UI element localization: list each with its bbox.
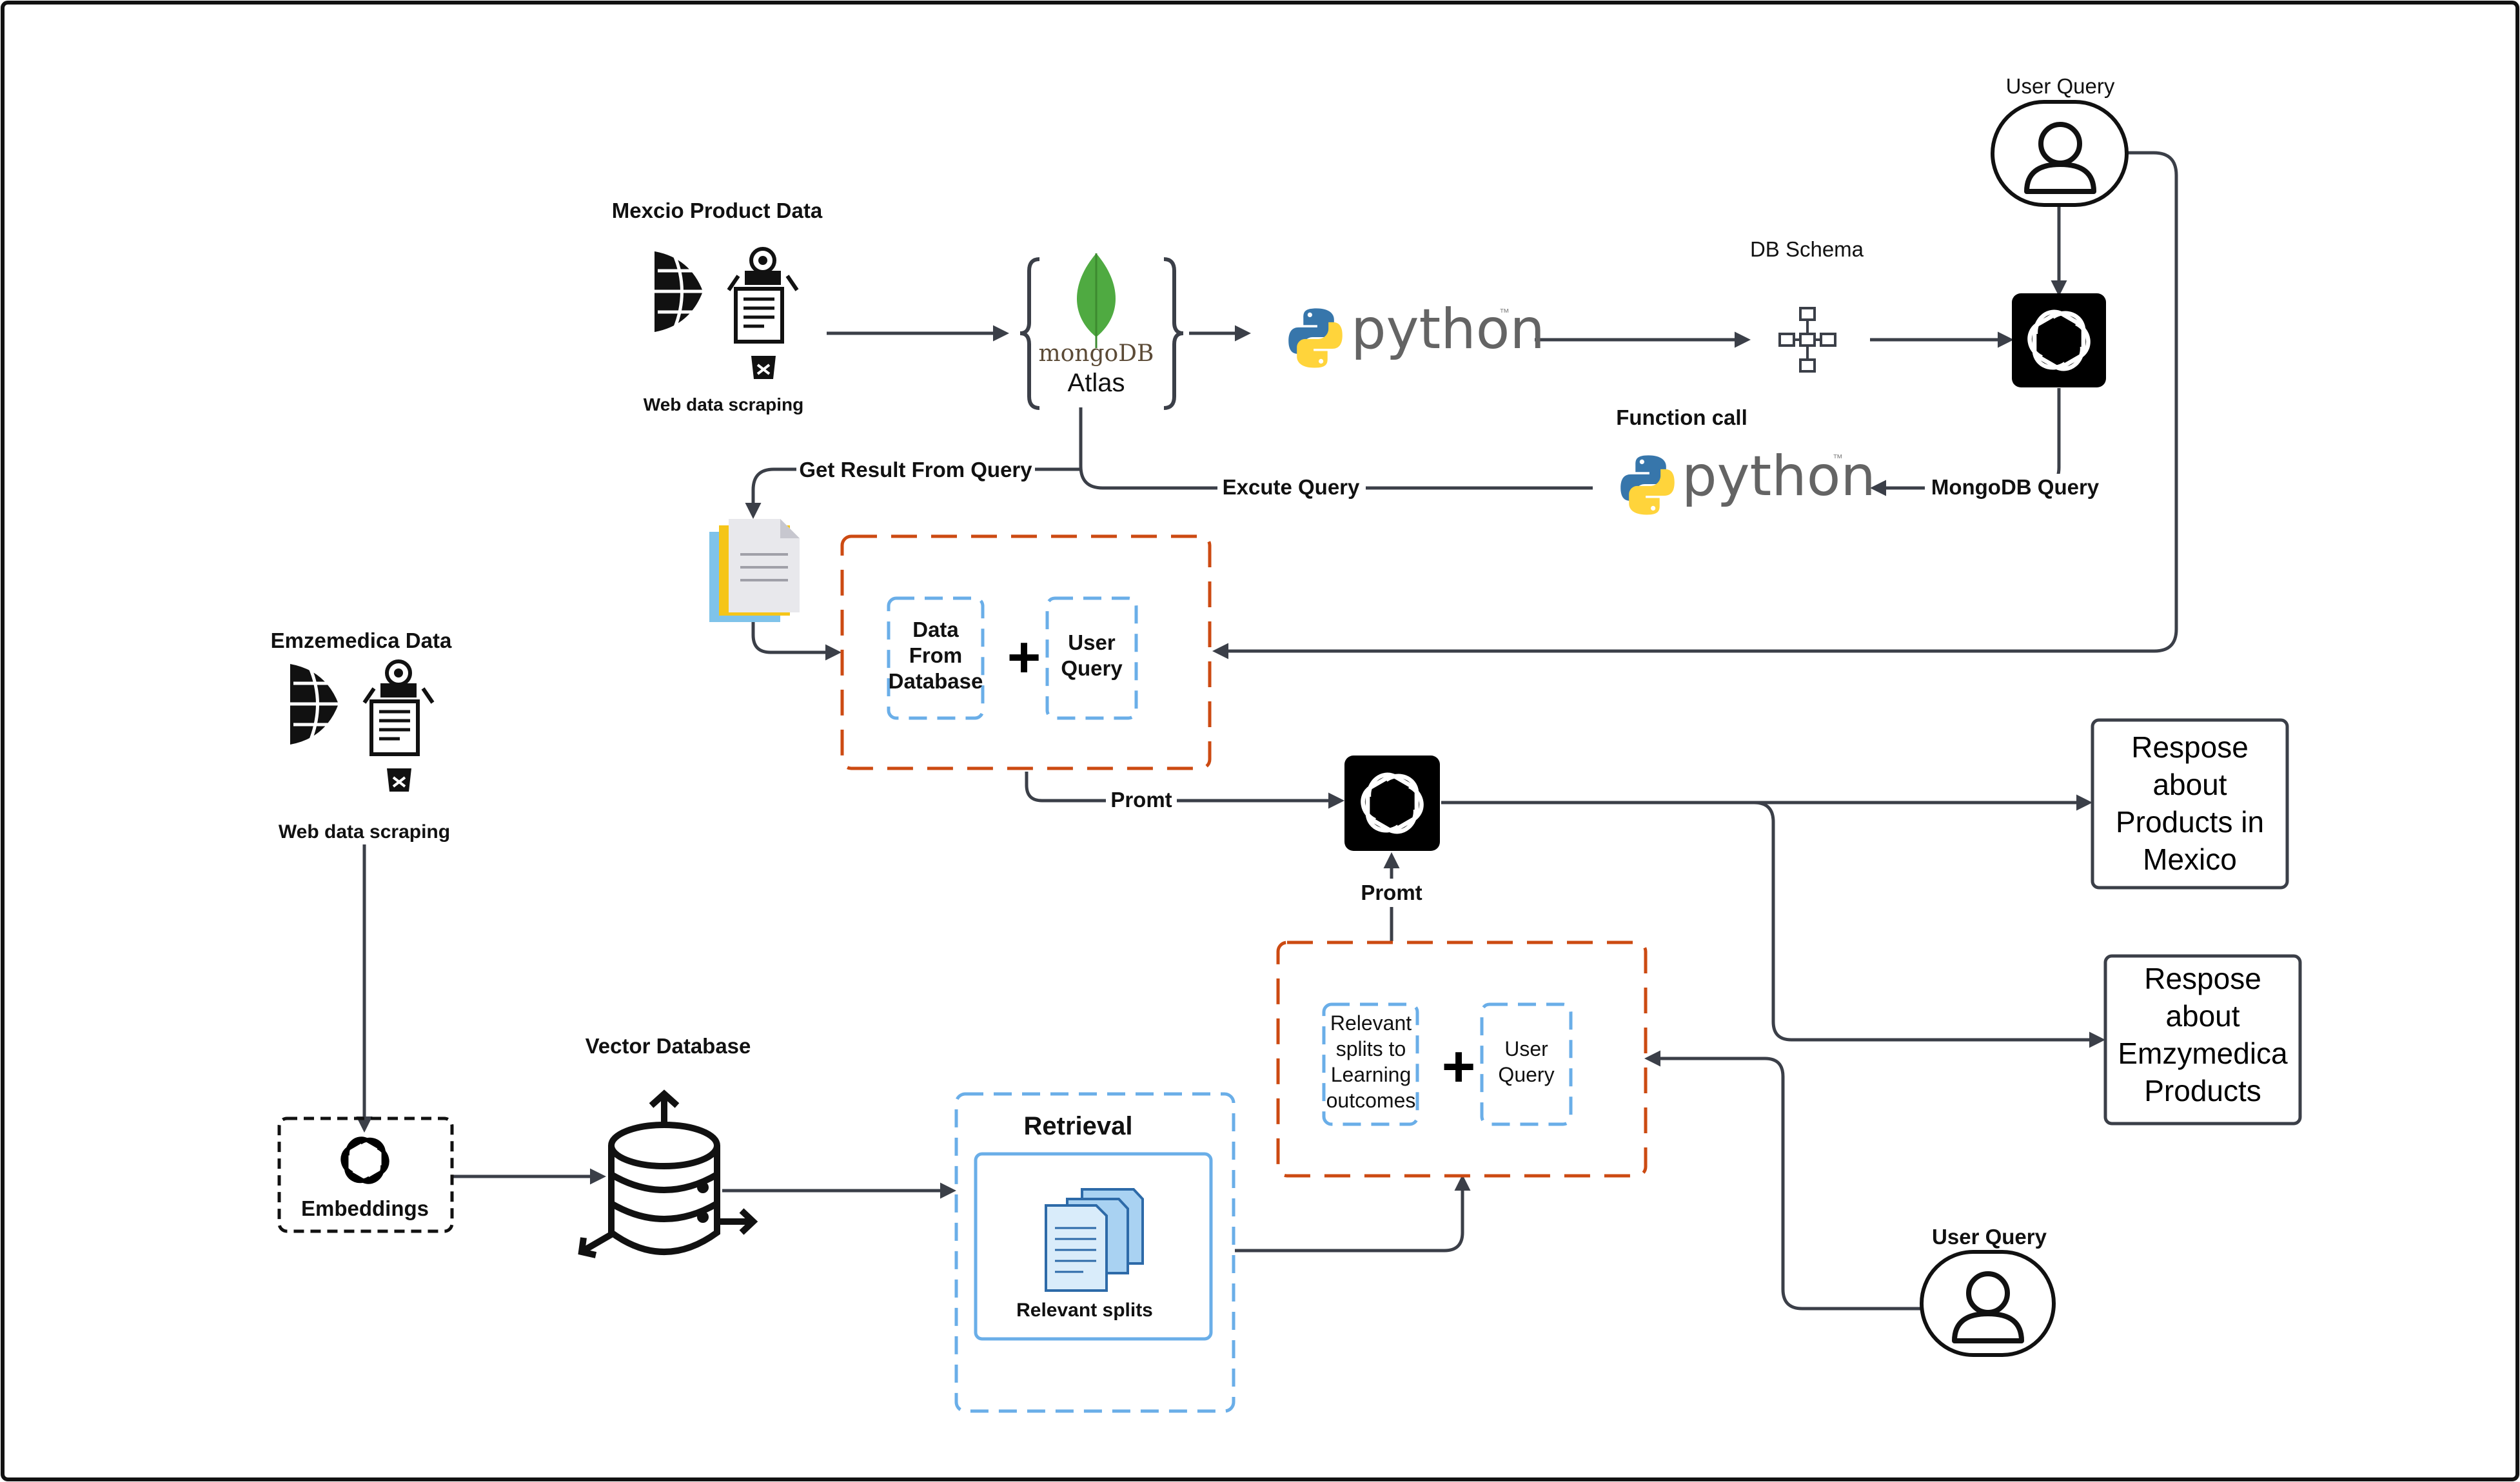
svg-text:splits to: splits to <box>1336 1037 1406 1060</box>
document-stack-icon <box>709 519 800 622</box>
output-emzymedica-response: Respose about Emzymedica Products <box>2103 954 2302 1126</box>
edge-label-promt-bottom: Promt <box>1353 879 1430 907</box>
edges <box>356 151 2178 1311</box>
edge-label-execute-query: Excute Query <box>1217 474 1366 502</box>
svg-text:about: about <box>2165 999 2239 1033</box>
llm-center-node <box>1344 756 1440 851</box>
user-query-top-label: User Query <box>2006 74 2115 98</box>
svg-text:Products in: Products in <box>2116 805 2264 839</box>
user-query-top <box>1991 100 2129 207</box>
svg-text:Embeddings: Embeddings <box>301 1196 429 1220</box>
svg-text:Database: Database <box>889 669 983 693</box>
svg-text:about: about <box>2152 768 2227 801</box>
schema-icon <box>1778 307 1836 373</box>
edge-label-get-result: Get Result From Query <box>796 455 1035 483</box>
svg-text:User: User <box>1504 1037 1548 1060</box>
svg-text:Promt: Promt <box>1361 881 1422 904</box>
svg-text:Query: Query <box>1061 656 1123 680</box>
svg-text:Query: Query <box>1498 1063 1554 1086</box>
python-icon <box>1288 308 1343 368</box>
svg-text:User: User <box>1068 630 1116 654</box>
mongodb-atlas: mongoDB Atlas <box>1019 253 1184 410</box>
prompt-combo-bottom: Relevant splits to Learning outcomes + U… <box>1276 941 1648 1178</box>
web-scraping-icon <box>290 661 433 792</box>
mexico-scrape-caption: Web data scraping <box>644 395 803 414</box>
data-from-database-box <box>887 596 985 720</box>
emzemedica-scrape-caption: Web data scraping <box>279 821 450 843</box>
svg-text:outcomes: outcomes <box>1326 1089 1416 1112</box>
edge-label-promt-top: Promt <box>1106 786 1177 815</box>
svg-text:python: python <box>1351 297 1545 362</box>
output-mexico-response: Respose about Products in Mexico <box>2091 718 2289 890</box>
llm-top-node <box>2012 293 2106 387</box>
document-splits-icon <box>1045 1188 1144 1292</box>
retrieval-node: Retrieval Relevant splits <box>954 1092 1235 1413</box>
svg-text:Mexico: Mexico <box>2143 843 2237 876</box>
user-query-bottom-label: User Query <box>1932 1225 2047 1249</box>
user-query-box <box>1480 1002 1573 1126</box>
database-icon <box>578 1089 758 1258</box>
plus-sign: + <box>1007 625 1041 690</box>
python-logo-function-call: python ™ <box>1620 444 1876 515</box>
svg-text:Respose: Respose <box>2131 730 2249 764</box>
function-call-label: Function call <box>1616 405 1747 429</box>
svg-text:MongoDB Query: MongoDB Query <box>1931 475 2100 499</box>
db-schema-label: DB Schema <box>1750 237 1864 261</box>
svg-text:Promt: Promt <box>1110 788 1172 812</box>
svg-text:Get Result From Query: Get Result From Query <box>799 458 1032 482</box>
svg-text:Products: Products <box>2144 1074 2261 1107</box>
svg-text:™: ™ <box>1499 307 1510 318</box>
python-logo-top: python ™ <box>1288 297 1545 368</box>
mexico-data-title: Mexcio Product Data <box>612 199 823 222</box>
svg-text:Learning: Learning <box>1331 1063 1412 1086</box>
svg-text:Excute Query: Excute Query <box>1223 475 1360 499</box>
user-query-bottom <box>1920 1250 2056 1357</box>
relevant-splits-box <box>1322 1002 1419 1126</box>
openai-icon <box>340 1136 389 1184</box>
edge-label-mongodb-query: MongoDB Query <box>1925 474 2100 502</box>
python-icon <box>1620 455 1675 515</box>
svg-text:Retrieval: Retrieval <box>1024 1112 1133 1140</box>
svg-text:Respose: Respose <box>2144 962 2261 995</box>
embeddings-node: Embeddings <box>277 1116 454 1233</box>
vector-database-label: Vector Database <box>586 1034 751 1058</box>
svg-text:From: From <box>909 643 963 667</box>
svg-text:Data: Data <box>912 618 959 641</box>
svg-text:Relevant: Relevant <box>1330 1011 1412 1035</box>
mongodb-logo-text: mongoDB <box>1038 340 1154 367</box>
svg-text:Relevant splits: Relevant splits <box>1016 1300 1153 1321</box>
plus-sign: + <box>1442 1035 1476 1099</box>
web-scraping-icon <box>655 249 797 379</box>
mongodb-caption: Atlas <box>1068 369 1125 397</box>
mongodb-leaf-icon <box>1077 253 1116 348</box>
user-query-box <box>1045 596 1138 720</box>
svg-text:python: python <box>1682 444 1876 509</box>
emzemedica-data-title: Emzemedica Data <box>271 629 452 652</box>
prompt-combo-top: Data From Database + User Query <box>840 534 1212 770</box>
svg-text:Emzymedica: Emzymedica <box>2118 1037 2288 1070</box>
svg-text:™: ™ <box>1833 453 1843 464</box>
